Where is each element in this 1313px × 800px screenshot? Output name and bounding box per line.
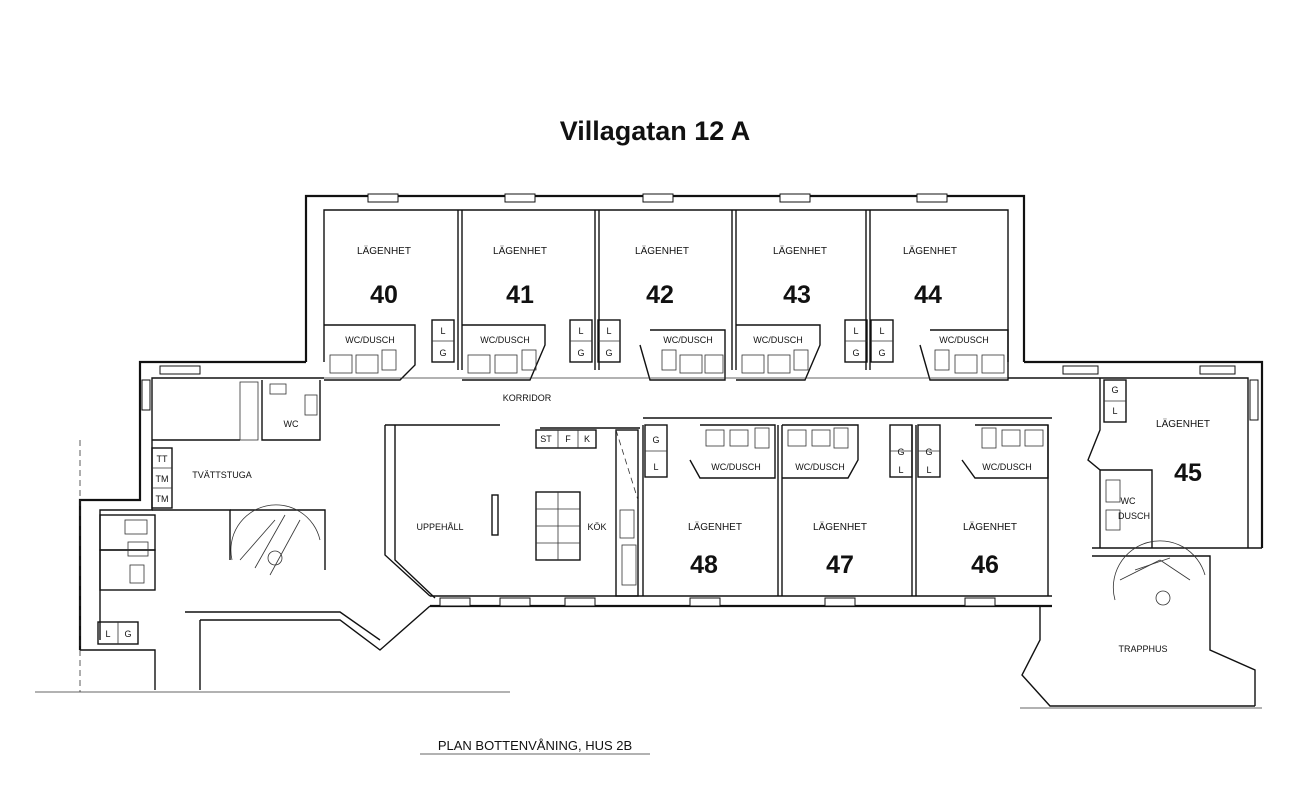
apartment-walls-bottom (642, 417, 1052, 596)
apartment-label-46: LÄGENHET (963, 521, 1017, 533)
closet-l-label: L (440, 326, 445, 336)
apartment-label-43: LÄGENHET (773, 245, 827, 257)
closet-g-label: G (878, 348, 885, 358)
laundry-tm-label: TM (156, 494, 169, 504)
right-wing-walls (1087, 378, 1206, 606)
closet-l-label: L (105, 629, 110, 639)
common-room-walls (384, 424, 640, 599)
wc-dusch-label-48: WC/DUSCH (711, 462, 761, 472)
wc-dusch-label-41: WC/DUSCH (480, 335, 530, 345)
laundry-tm-label: TM (156, 474, 169, 484)
wc-dusch-label-40: WC/DUSCH (345, 335, 395, 345)
korridor-label: KORRIDOR (503, 393, 552, 403)
apartment-number-45: 45 (1174, 459, 1202, 487)
apartment-number-42: 42 (646, 281, 674, 309)
apartment-label-40: LÄGENHET (357, 245, 411, 257)
wc-dusch-labels: WC/DUSCH WC/DUSCH WC/DUSCH WC/DUSCH WC/D… (345, 335, 1032, 472)
kitchen-f-label: F (565, 434, 571, 444)
apartment-number-48: 48 (690, 551, 718, 579)
plan-title: Villagatan 12 A (560, 116, 751, 146)
closet-g-label: G (605, 348, 612, 358)
kok-label: KÖK (587, 522, 606, 532)
closet-l-label: L (926, 465, 931, 475)
apartment-label-45: LÄGENHET (1156, 418, 1210, 430)
closet-l-label: L (853, 326, 858, 336)
tvattstuga-label: TVÄTTSTUGA (192, 470, 252, 480)
apartment-label-48: LÄGENHET (688, 521, 742, 533)
apartment-number-44: 44 (914, 281, 942, 309)
room-labels: KORRIDOR TVÄTTSTUGA WC UPPEHÅLL KÖK TRAP… (192, 393, 1167, 654)
closet-g-label: G (1111, 385, 1118, 395)
trapphus-label: TRAPPHUS (1118, 644, 1167, 654)
wc-dusch-label-46: WC/DUSCH (982, 462, 1032, 472)
closet-g-label: G (852, 348, 859, 358)
apartment-label-47: LÄGENHET (813, 521, 867, 533)
laundry-tt-label: TT (157, 454, 168, 464)
closet-l-label: L (578, 326, 583, 336)
closet-g-label: G (897, 447, 904, 457)
apartment-label-41: LÄGENHET (493, 245, 547, 257)
uppehall-label: UPPEHÅLL (416, 522, 463, 532)
apartment-number-40: 40 (370, 281, 398, 309)
wc-dusch-label-44: WC/DUSCH (939, 335, 989, 345)
plan-caption: PLAN BOTTENVÅNING, HUS 2B (438, 738, 632, 753)
service-rooms (97, 380, 326, 645)
apartment-number-46: 46 (971, 551, 999, 579)
dusch-split-label: DUSCH (1118, 511, 1150, 521)
closet-l-label: L (1112, 406, 1117, 416)
apartment-label-44: LÄGENHET (903, 245, 957, 257)
apartment-number-43: 43 (783, 281, 811, 309)
closet-g-label: G (652, 435, 659, 445)
wc-label: WC (284, 419, 299, 429)
kitchen-st-label: ST (540, 434, 552, 444)
windows (141, 193, 1259, 607)
apartment-number-41: 41 (506, 281, 534, 309)
outer-walls (35, 194, 1264, 709)
closet-l-label: L (606, 326, 611, 336)
closet-g-label: G (124, 629, 131, 639)
wc-split-label: WC (1121, 496, 1136, 506)
kitchen-k-label: K (584, 434, 590, 444)
closet-g-label: G (925, 447, 932, 457)
fixture-labels: L G L G L G L G L G G L G L G L G L ST F… (105, 326, 1118, 639)
closet-l-label: L (898, 465, 903, 475)
closet-l-label: L (879, 326, 884, 336)
apartment-number-47: 47 (826, 551, 854, 579)
apartment-walls-top (324, 210, 1009, 381)
closet-l-label: L (653, 462, 658, 472)
wc-dusch-label-42: WC/DUSCH (663, 335, 713, 345)
closet-g-label: G (577, 348, 584, 358)
wc-dusch-label-43: WC/DUSCH (753, 335, 803, 345)
closet-g-label: G (439, 348, 446, 358)
wc-dusch-label-47: WC/DUSCH (795, 462, 845, 472)
apartment-labels: LÄGENHET 40 LÄGENHET 41 LÄGENHET 42 LÄGE… (357, 245, 1210, 579)
apartment-label-42: LÄGENHET (635, 245, 689, 257)
